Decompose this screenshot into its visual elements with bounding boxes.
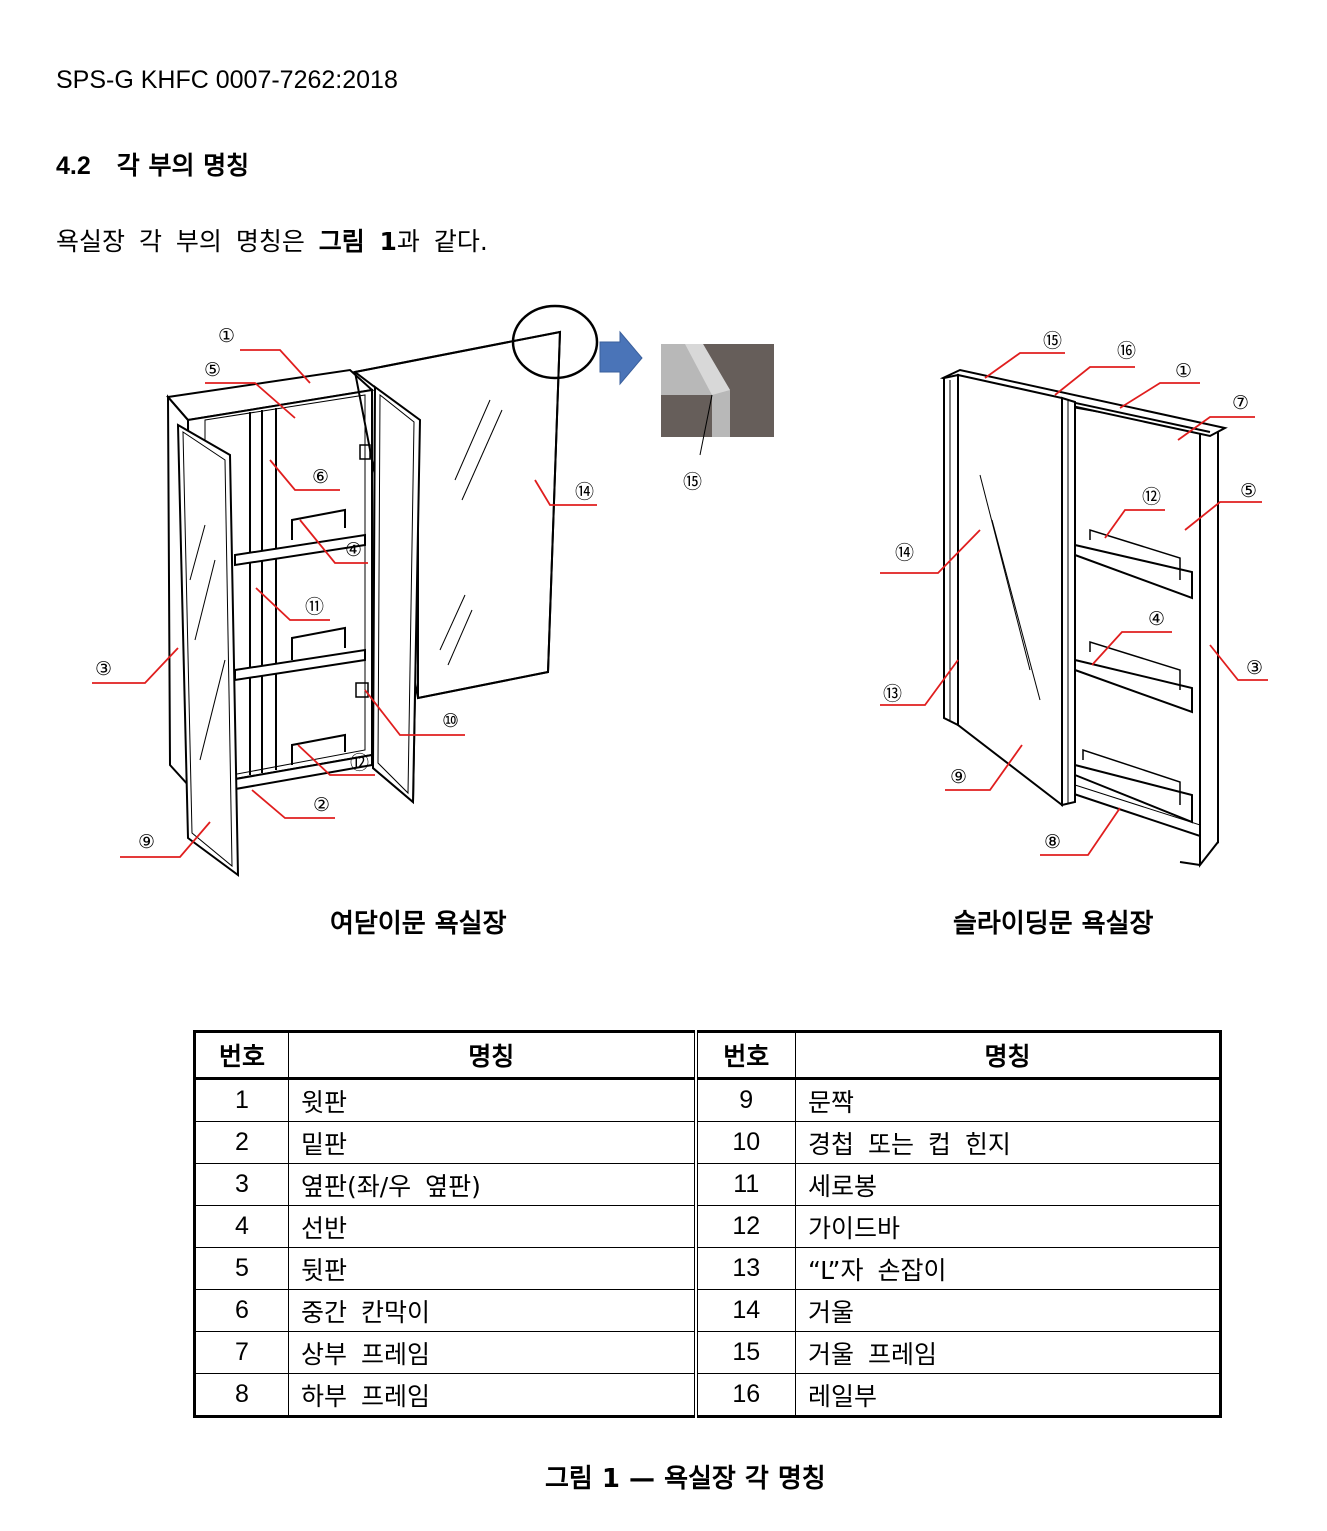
- right-leader-lines: [880, 352, 1268, 856]
- part-number: 12: [695, 1205, 796, 1248]
- label-8-right: ⑧: [1044, 831, 1061, 853]
- label-4-right: ④: [1148, 608, 1165, 630]
- part-name: “L”자 손잡이: [795, 1247, 1221, 1290]
- figure-caption-title: 욕실장 각 명칭: [664, 1464, 826, 1494]
- part-name: 상부 프레임: [288, 1331, 698, 1374]
- label-15-right: ⑮: [1043, 330, 1062, 352]
- part-name: 하부 프레임: [288, 1373, 698, 1417]
- part-number: 4: [194, 1205, 289, 1248]
- part-name: 거울 프레임: [795, 1331, 1221, 1374]
- intro-paragraph: 욕실장 각 부의 명칭은 그림 1과 같다.: [56, 222, 488, 258]
- label-5-right: ⑤: [1240, 480, 1257, 502]
- label-5-left: ⑤: [204, 359, 221, 381]
- section-heading: 4.2 각 부의 명칭: [56, 146, 249, 182]
- part-number: 14: [695, 1289, 796, 1332]
- part-name: 세로봉: [795, 1163, 1221, 1206]
- part-number: 3: [194, 1163, 289, 1206]
- label-16-right: ⑯: [1117, 340, 1136, 362]
- label-15-detail: ⑮: [683, 471, 702, 493]
- part-name: 경첩 또는 컵 힌지: [795, 1121, 1221, 1164]
- part-name: 윗판: [288, 1078, 698, 1122]
- label-9-left: ⑨: [138, 831, 155, 853]
- label-3-right: ③: [1246, 657, 1263, 679]
- part-number: 6: [194, 1289, 289, 1332]
- cabinet-figure: ① ⑤ ⑥ ④ ⑪ ③ ⑩ ⑫ ② ⑨ ⑭ ⑮ ⑮ ⑯ ① ⑦ ⑫ ⑤ ⑭ ④ …: [92, 304, 1268, 878]
- part-name: 거울: [795, 1289, 1221, 1332]
- part-name: 뒷판: [288, 1247, 698, 1290]
- part-number: 15: [695, 1331, 796, 1374]
- section-title: 각 부의 명칭: [116, 151, 250, 180]
- intro-figure-ref: 그림 1: [318, 227, 397, 256]
- label-3-left: ③: [95, 658, 112, 680]
- label-12-right: ⑫: [1142, 486, 1161, 508]
- label-9-right: ⑨: [950, 766, 967, 788]
- part-number: 8: [194, 1373, 289, 1417]
- document-code: SPS-G KHFC 0007-7262:2018: [56, 66, 398, 94]
- label-14-left: ⑭: [575, 481, 594, 503]
- intro-text-pre: 욕실장 각 부의 명칭은: [56, 227, 319, 256]
- part-name: 문짝: [795, 1078, 1221, 1122]
- header-name-2: 명칭: [795, 1031, 1221, 1080]
- table-header-row: 번호 명칭 번호 명칭: [194, 1031, 1221, 1080]
- part-number: 10: [695, 1121, 796, 1164]
- label-14-right: ⑭: [895, 542, 914, 564]
- part-number: 7: [194, 1331, 289, 1374]
- label-4-left: ④: [345, 539, 362, 561]
- part-name: 옆판(좌/우 옆판): [288, 1163, 698, 1206]
- label-2-left: ②: [313, 794, 330, 816]
- part-number: 1: [194, 1078, 289, 1122]
- label-10-left: ⑩: [442, 710, 459, 732]
- sliding-cabinet-caption: 슬라이딩문 욕실장: [953, 909, 1154, 939]
- part-name: 레일부: [795, 1373, 1221, 1417]
- part-number: 9: [695, 1078, 796, 1122]
- part-number: 5: [194, 1247, 289, 1290]
- label-1-right: ①: [1175, 360, 1192, 382]
- frame-detail-photo: [661, 344, 774, 456]
- sliding-cabinet-drawing: [939, 368, 1228, 868]
- part-name: 중간 칸막이: [288, 1289, 698, 1332]
- label-1-left: ①: [218, 325, 235, 347]
- label-13-right: ⑬: [883, 683, 902, 705]
- header-number-2: 번호: [695, 1031, 796, 1080]
- figure-caption-dash: —: [619, 1464, 665, 1494]
- part-name: 선반: [288, 1205, 698, 1248]
- part-number: 16: [695, 1373, 796, 1417]
- left-leader-lines: [92, 349, 597, 858]
- part-number: 13: [695, 1247, 796, 1290]
- part-number: 2: [194, 1121, 289, 1164]
- hinged-cabinet-caption: 여닫이문 욕실장: [330, 909, 507, 939]
- part-number: 11: [695, 1163, 796, 1206]
- intro-text-post: 과 같다.: [396, 227, 488, 256]
- callout-arrow-icon: [599, 330, 643, 386]
- label-12-left: ⑫: [350, 752, 369, 774]
- header-name-1: 명칭: [288, 1031, 698, 1080]
- label-7-right: ⑦: [1232, 392, 1249, 414]
- section-number: 4.2: [56, 152, 91, 180]
- part-name: 가이드바: [795, 1205, 1221, 1248]
- label-6-left: ⑥: [312, 466, 329, 488]
- figure-caption-number: 그림 1: [545, 1464, 620, 1494]
- header-number-1: 번호: [194, 1031, 289, 1080]
- figure-caption: 그림 1 — 욕실장 각 명칭: [545, 1458, 826, 1495]
- label-11-left: ⑪: [305, 596, 324, 618]
- part-name: 밑판: [288, 1121, 698, 1164]
- hinged-cabinet-drawing: [166, 304, 599, 878]
